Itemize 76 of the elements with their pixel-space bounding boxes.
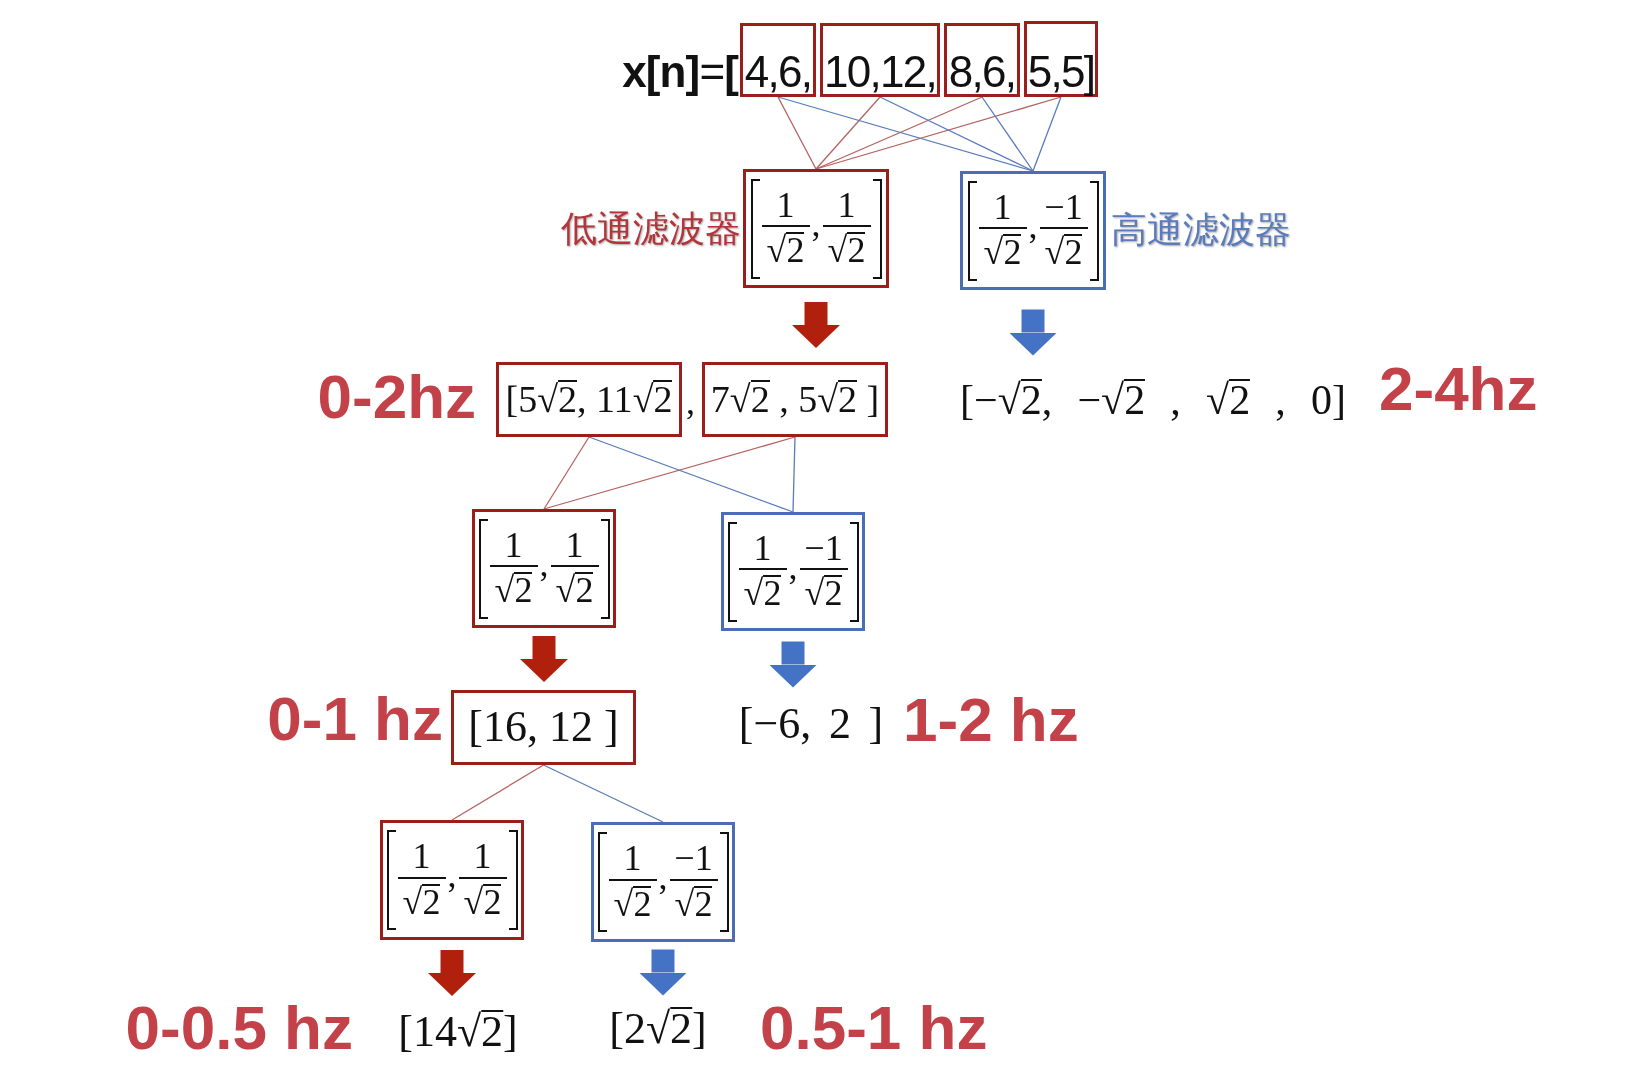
- denominator: √2: [766, 230, 805, 272]
- coefficient-vector: [14√2]: [398, 1006, 518, 1059]
- connector-line: [543, 436, 590, 510]
- block-arrow: [520, 636, 568, 682]
- sample-box: 10,12,: [820, 23, 940, 97]
- coefficient-vector: [−√2, −√2 , √2 , 0]: [959, 375, 1347, 426]
- denominator: √2: [804, 573, 843, 615]
- denominator: √2: [1044, 232, 1083, 274]
- block-arrow: [428, 950, 476, 996]
- denominator: √2: [613, 883, 652, 925]
- connector-line: [451, 764, 545, 821]
- numerator: −1: [1044, 187, 1083, 228]
- filter-name-label: 低通滤波器: [561, 207, 741, 251]
- denominator: √2: [463, 881, 502, 923]
- block-arrow: [792, 302, 840, 348]
- connector-line: [542, 764, 664, 823]
- denominator: √2: [743, 573, 782, 615]
- connector-line: [879, 96, 1034, 172]
- connector-line: [981, 96, 1034, 172]
- numerator: 1: [776, 185, 795, 226]
- numerator: 1: [753, 528, 772, 569]
- numerator: 1: [473, 837, 492, 877]
- connector-line: [1032, 96, 1062, 172]
- comma: ,: [788, 548, 798, 585]
- filter-box: [380, 820, 524, 940]
- coefficient-box: [16, 12 ]: [451, 690, 636, 765]
- numerator: 1: [412, 837, 431, 877]
- sample-box: 4,6,: [740, 23, 816, 97]
- comma: ,: [447, 857, 457, 893]
- numerator: 1: [837, 185, 856, 226]
- comma: ,: [658, 859, 668, 895]
- block-arrow: [769, 641, 817, 688]
- denominator: √2: [674, 883, 713, 925]
- denominator: √2: [402, 881, 441, 923]
- denominator: √2: [827, 230, 866, 272]
- denominator: √2: [494, 570, 533, 612]
- numerator: 1: [504, 525, 523, 566]
- numerator: 1: [993, 187, 1012, 228]
- coefficient-vector: [2√2]: [609, 1003, 707, 1056]
- sample-box: 5,5]: [1024, 21, 1098, 97]
- comma: ,: [1028, 207, 1038, 244]
- numerator: −1: [804, 528, 843, 569]
- frequency-band-label: 0-2hz: [317, 361, 476, 433]
- frequency-band-label: 0-0.5 hz: [125, 992, 353, 1064]
- connector-line: [815, 96, 881, 170]
- connector-line: [792, 436, 796, 513]
- frequency-band-label: 1-2 hz: [903, 684, 1079, 756]
- filter-box: [591, 822, 735, 942]
- block-arrow: [639, 949, 687, 996]
- connector-line: [588, 436, 794, 513]
- numerator: 1: [623, 839, 642, 879]
- frequency-band-label: 2-4hz: [1379, 353, 1538, 425]
- coefficient-vector: [−6, 2 ]: [738, 698, 884, 751]
- denominator: √2: [983, 232, 1022, 274]
- coefficient-box: [5√2, 11√2: [496, 362, 682, 437]
- comma: ,: [539, 545, 549, 582]
- sample-box: 8,6,: [944, 23, 1020, 97]
- filter-box: [960, 171, 1106, 290]
- block-arrow: [1009, 309, 1057, 356]
- frequency-band-label: 0.5-1 hz: [760, 992, 988, 1064]
- connector-line: [815, 96, 1062, 170]
- signal-label: x[n]=[: [622, 50, 738, 94]
- filter-box: [721, 512, 865, 631]
- numerator: −1: [674, 839, 713, 879]
- connector-line: [815, 96, 983, 170]
- filter-box: [743, 169, 889, 288]
- connector-line: [543, 436, 796, 510]
- comma: ,: [686, 381, 695, 424]
- comma: ,: [811, 205, 821, 242]
- coefficient-box: 7√2 , 5√2 ]: [702, 362, 888, 437]
- numerator: 1: [565, 525, 584, 566]
- filter-box: [472, 509, 616, 628]
- connector-line: [777, 96, 817, 170]
- frequency-band-label: 0-1 hz: [267, 683, 443, 755]
- denominator: √2: [555, 570, 594, 612]
- filter-name-label: 高通滤波器: [1111, 208, 1291, 252]
